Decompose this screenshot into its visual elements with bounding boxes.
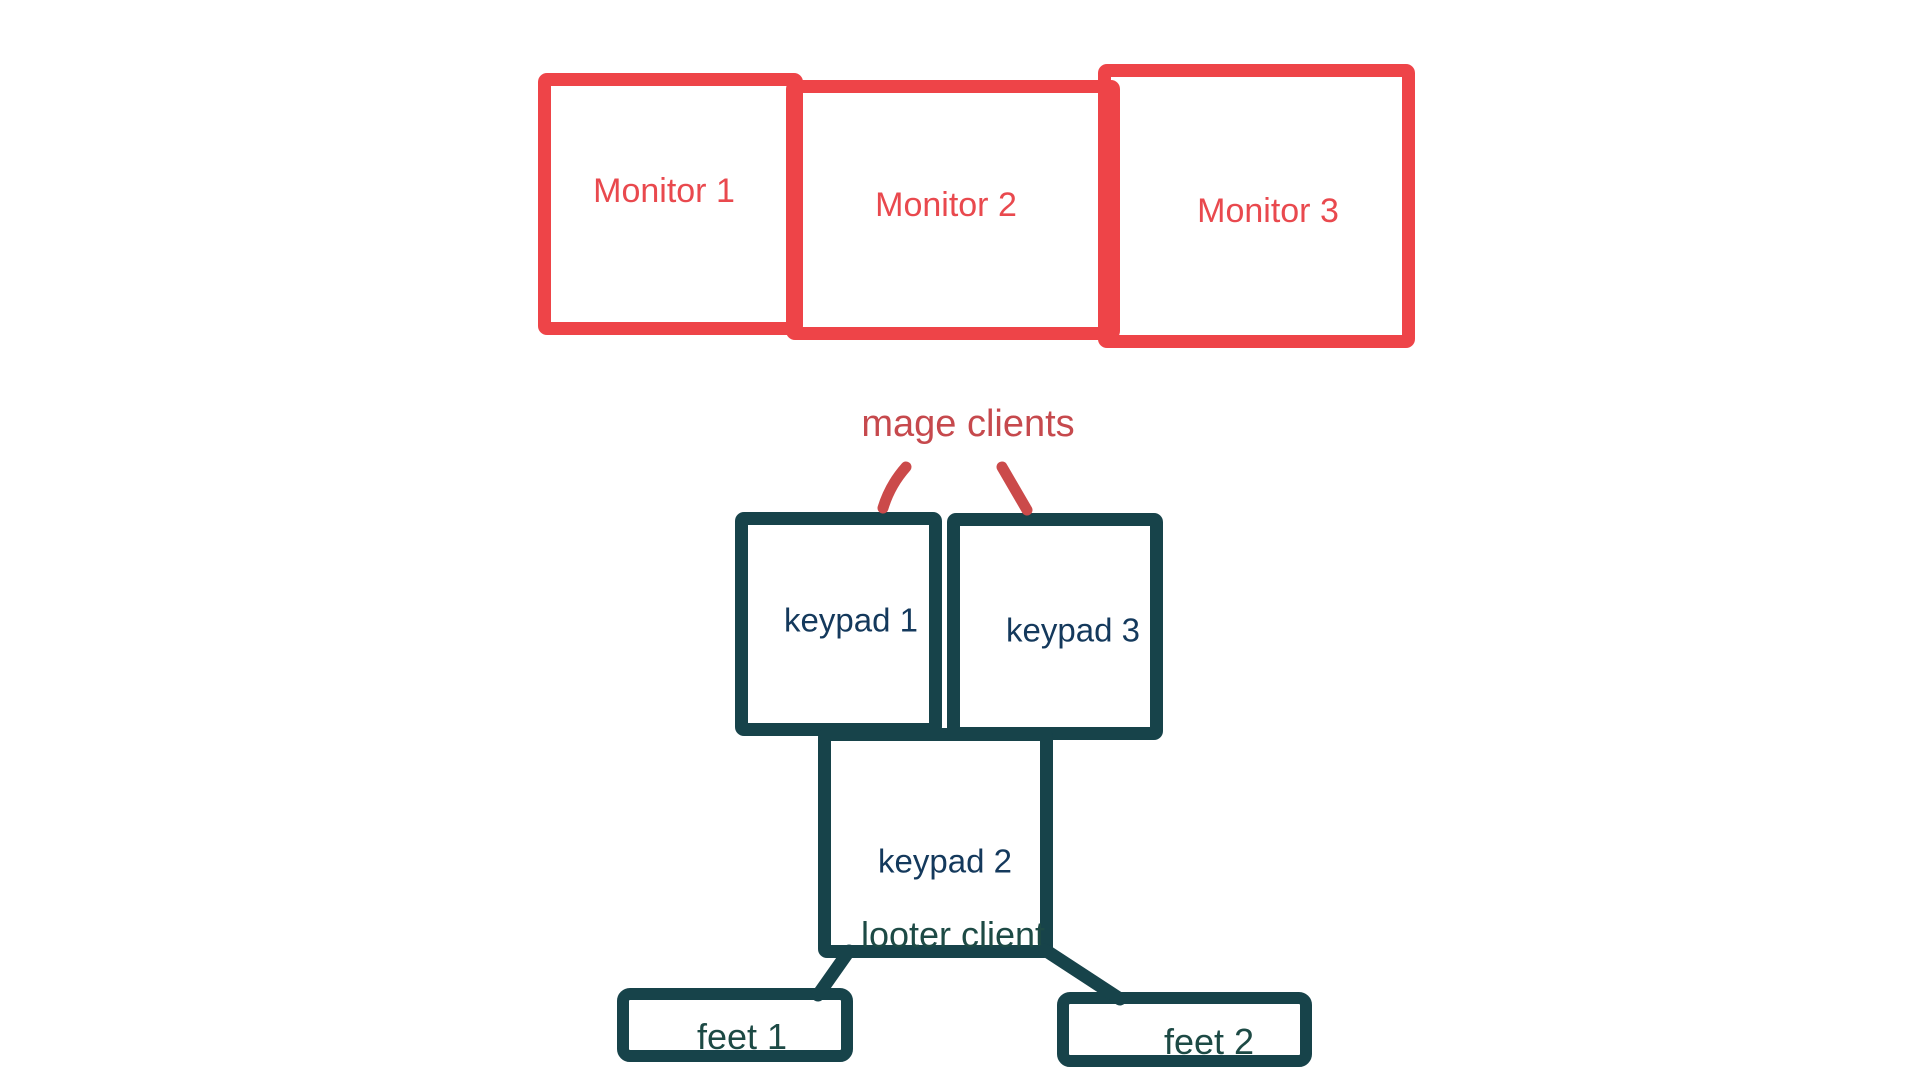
keypad-1-label: keypad 1 — [784, 601, 918, 639]
keypad-3-box: keypad 3 — [947, 513, 1163, 740]
mage-clients-stroke-right — [996, 461, 1033, 516]
mage-clients-stroke-left — [877, 461, 912, 514]
feet-2-label: feet 2 — [1163, 1021, 1255, 1062]
monitor-3-box: Monitor 3 — [1098, 64, 1415, 348]
keypad-1-box: keypad 1 — [735, 512, 942, 736]
looter-client-label: looter client — [860, 914, 1046, 955]
keypad-3-label: keypad 3 — [1006, 611, 1140, 649]
keypad-2-label: keypad 2 — [878, 842, 1012, 880]
mage-clients-label: mage clients — [861, 403, 1075, 445]
keypad-2-box: keypad 2 looter client — [818, 728, 1053, 958]
monitor-2-label: Monitor 2 — [875, 186, 1017, 224]
monitor-1-box: Monitor 1 — [538, 73, 803, 335]
monitor-1-label: Monitor 1 — [593, 172, 735, 210]
feet-1-box: feet 1 — [617, 988, 853, 1062]
monitor-3-label: Monitor 3 — [1197, 192, 1339, 230]
feet-2-box: feet 2 — [1057, 992, 1312, 1067]
monitor-2-box: Monitor 2 — [786, 80, 1120, 340]
feet-1-label: feet 1 — [696, 1016, 788, 1057]
